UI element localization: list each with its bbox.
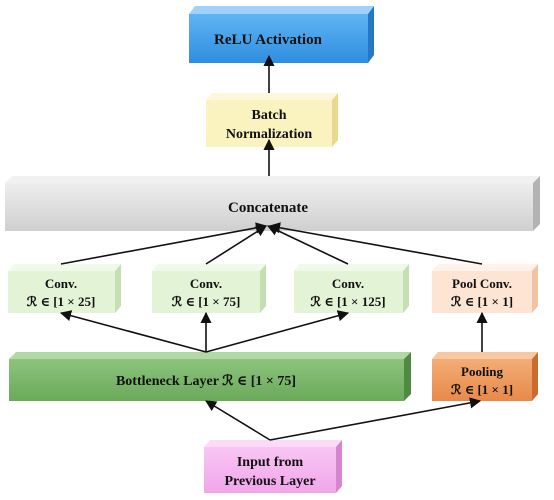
input-node: Input from Previous Layer [204, 440, 342, 493]
arrow-bottleneck-to-conv3 [205, 310, 350, 353]
conv-1x75-shape: ℛ ∈ [1 × 75] [172, 294, 241, 309]
batch-normalization-label-line2: Normalization [226, 127, 313, 142]
bottleneck-layer-node: Bottleneck Layer ℛ ∈ [1 × 75] [9, 352, 411, 401]
batch-normalization-node: Batch Normalization [206, 93, 338, 147]
conv-1x75-title: Conv. [190, 276, 222, 291]
conv-1x25-title: Conv. [45, 276, 77, 291]
conv-1x75-node: Conv. ℛ ∈ [1 × 75] [152, 264, 266, 313]
conv-1x25-shape: ℛ ∈ [1 × 25] [27, 294, 96, 309]
pool-conv-node: Pool Conv. ℛ ∈ [1 × 1] [432, 264, 538, 313]
arrow-poolconv-to-concat [268, 222, 483, 265]
pooling-node: Pooling ℛ ∈ [1 × 1] [432, 352, 538, 401]
arrow-input-to-bottleneck [205, 400, 271, 441]
pool-conv-shape: ℛ ∈ [1 × 1] [451, 294, 513, 309]
conv-1x125-shape: ℛ ∈ [1 × 125] [310, 294, 385, 309]
conv-1x125-node: Conv. ℛ ∈ [1 × 125] [294, 264, 409, 313]
pooling-shape: ℛ ∈ [1 × 1] [451, 382, 513, 397]
conv-1x125-title: Conv. [332, 276, 364, 291]
arrow-input-to-pooling [269, 397, 482, 441]
arrow-bottleneck-to-conv1 [59, 310, 207, 353]
bottleneck-layer-label: Bottleneck Layer ℛ ∈ [1 × 75] [116, 373, 296, 389]
arrow-conv3-to-concat [266, 225, 349, 265]
pool-conv-title: Pool Conv. [452, 276, 512, 291]
input-label-line2: Previous Layer [224, 474, 315, 489]
arrow-conv1-to-concat [60, 222, 268, 265]
relu-activation-node: ReLU Activation [189, 6, 374, 63]
concatenate-node: Concatenate [5, 176, 540, 231]
conv-1x25-node: Conv. ℛ ∈ [1 × 25] [8, 264, 121, 313]
pooling-title: Pooling [461, 364, 503, 379]
connectors [59, 54, 488, 441]
arrow-conv2-to-concat [205, 225, 267, 265]
input-label-line1: Input from [237, 455, 304, 470]
relu-activation-label: ReLU Activation [214, 32, 323, 48]
concatenate-label: Concatenate [228, 200, 308, 216]
batch-normalization-label-line1: Batch [252, 108, 287, 123]
